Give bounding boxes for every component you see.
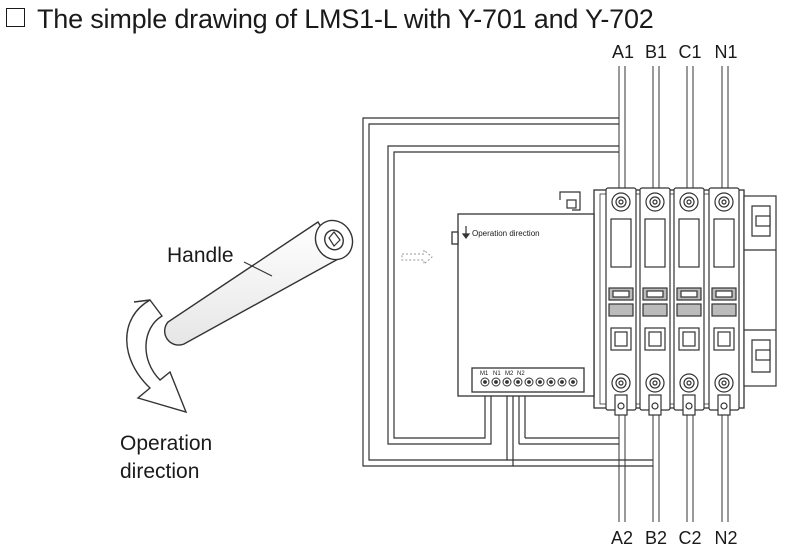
operation-label-line1: Operation: [120, 432, 212, 455]
control-wire-loop: [362, 117, 653, 467]
bottom-lugs: [614, 394, 731, 416]
dotted-arrow-icon: [401, 248, 433, 266]
pole-module-3: [673, 187, 705, 411]
handle-icon: [163, 219, 354, 346]
pole-module-4: [708, 187, 740, 411]
pole-module-2: [639, 187, 671, 411]
lower-conductors: [618, 415, 729, 522]
pole-module-1: [605, 187, 637, 411]
operation-direction-arrow-icon: [126, 299, 188, 414]
connector-label-n2: N2: [517, 371, 525, 377]
connector-label-m1: M1: [480, 371, 489, 377]
bottom-terminal-label-b2: B2: [645, 528, 667, 548]
connector-terminals: [480, 377, 578, 387]
bottom-terminal-label-n2: N2: [714, 528, 737, 548]
page-title: The simple drawing of LMS1-L with Y-701 …: [6, 4, 654, 35]
connector-label-n1: N1: [493, 371, 501, 377]
checkbox-bullet-icon: [6, 8, 25, 27]
bottom-terminal-label-c2: C2: [678, 528, 701, 548]
unit-operation-label: Operation direction: [472, 229, 540, 238]
mounting-tab: [559, 191, 581, 211]
top-terminal-label-c1: C1: [678, 42, 701, 62]
controller-box: [451, 213, 595, 397]
top-terminal-label-a1: A1: [612, 42, 634, 62]
top-terminal-label-b1: B1: [645, 42, 667, 62]
bottom-terminal-label-a2: A2: [611, 528, 633, 548]
handle-label: Handle: [167, 244, 234, 267]
connector-label-m2: M2: [505, 371, 514, 377]
handle-leader-line: [243, 261, 273, 277]
title-text: The simple drawing of LMS1-L with Y-701 …: [37, 4, 654, 34]
upper-conductors: [618, 66, 729, 190]
operation-label-line2: direction: [120, 460, 199, 483]
din-rail-bracket: [743, 195, 777, 387]
top-terminal-label-n1: N1: [714, 42, 737, 62]
unit-direction-arrow-icon: [461, 226, 471, 239]
